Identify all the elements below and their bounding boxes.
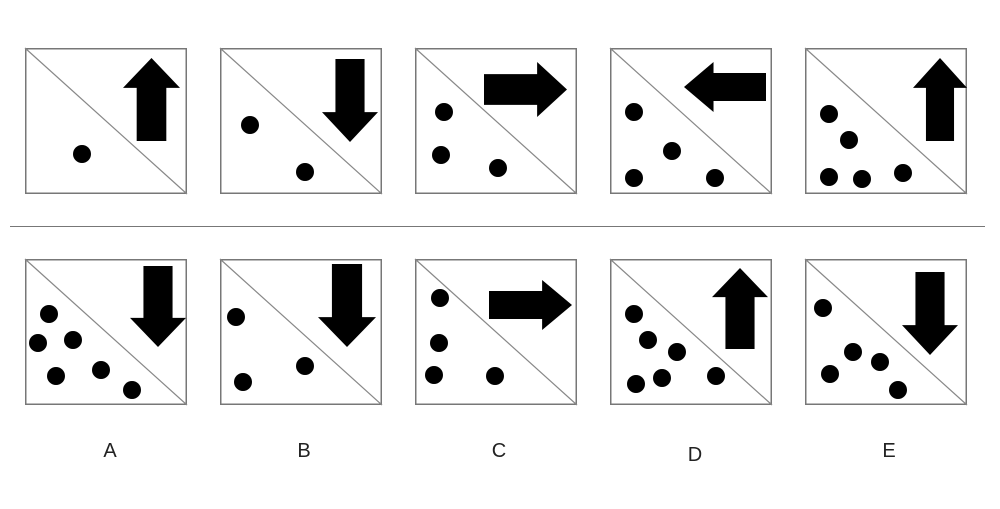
diagonal-line <box>804 47 968 195</box>
arrow-up-icon <box>123 58 180 141</box>
diagonal-line <box>609 258 773 406</box>
question-panel-1 <box>24 47 188 195</box>
diagonal-line <box>414 258 578 406</box>
option-panel-e-figure <box>804 258 968 406</box>
diagonal-line <box>804 258 968 406</box>
dot <box>844 343 862 361</box>
divider-line <box>10 226 985 227</box>
diagonal-line <box>414 47 578 195</box>
dot <box>431 289 449 307</box>
question-panel-5-figure <box>804 47 968 195</box>
dot <box>889 381 907 399</box>
dot <box>296 357 314 375</box>
option-label-c[interactable]: C <box>491 440 507 462</box>
diagonal-line <box>219 47 383 195</box>
question-panel-4-figure <box>609 47 773 195</box>
dot <box>707 367 725 385</box>
option-panel-e[interactable] <box>804 258 968 406</box>
dot <box>430 334 448 352</box>
diagonal-line <box>24 47 188 195</box>
dot <box>241 116 259 134</box>
dot <box>227 308 245 326</box>
dot <box>853 170 871 188</box>
arrow-right-icon <box>484 62 567 117</box>
question-panel-3-figure <box>414 47 578 195</box>
option-panel-d-figure <box>609 258 773 406</box>
option-panel-d[interactable] <box>609 258 773 406</box>
option-label-e[interactable]: E <box>882 440 896 462</box>
dot <box>425 366 443 384</box>
question-panel-5 <box>804 47 968 195</box>
dot <box>706 169 724 187</box>
option-panel-a-figure <box>24 258 188 406</box>
dot <box>296 163 314 181</box>
arrow-up-icon <box>913 58 967 141</box>
dot <box>627 375 645 393</box>
option-panel-b-figure <box>219 258 383 406</box>
dot <box>820 105 838 123</box>
dot <box>234 373 252 391</box>
dot <box>435 103 453 121</box>
dot <box>29 334 47 352</box>
question-panel-2-figure <box>219 47 383 195</box>
arrow-down-icon <box>322 59 378 142</box>
question-panel-1-figure <box>24 47 188 195</box>
dot <box>625 103 643 121</box>
arrow-right-icon <box>489 280 572 330</box>
question-panel-2 <box>219 47 383 195</box>
option-panel-a[interactable] <box>24 258 188 406</box>
dot <box>489 159 507 177</box>
dot <box>821 365 839 383</box>
dot <box>871 353 889 371</box>
arrow-down-icon <box>130 266 186 347</box>
option-panel-b[interactable] <box>219 258 383 406</box>
diagonal-line <box>24 258 188 406</box>
question-panel-3 <box>414 47 578 195</box>
option-label-d[interactable]: D <box>687 444 703 466</box>
diagonal-line <box>609 47 773 195</box>
arrow-left-icon <box>684 62 766 112</box>
dot <box>814 299 832 317</box>
dot <box>64 331 82 349</box>
dot <box>432 146 450 164</box>
option-label-b[interactable]: B <box>297 440 311 462</box>
question-panel-4 <box>609 47 773 195</box>
dot <box>639 331 657 349</box>
dot <box>840 131 858 149</box>
option-label-a[interactable]: A <box>103 440 117 462</box>
option-panel-c-figure <box>414 258 578 406</box>
dot <box>47 367 65 385</box>
dot <box>653 369 671 387</box>
diagonal-line <box>219 258 383 406</box>
arrow-up-icon <box>712 268 768 349</box>
dot <box>486 367 504 385</box>
dot <box>894 164 912 182</box>
arrow-down-icon <box>902 272 958 355</box>
dot <box>668 343 686 361</box>
dot <box>123 381 141 399</box>
dot <box>625 305 643 323</box>
dot <box>820 168 838 186</box>
dot <box>625 169 643 187</box>
dot <box>40 305 58 323</box>
dot <box>663 142 681 160</box>
dot <box>92 361 110 379</box>
dot <box>73 145 91 163</box>
option-panel-c[interactable] <box>414 258 578 406</box>
arrow-down-icon <box>318 264 376 347</box>
